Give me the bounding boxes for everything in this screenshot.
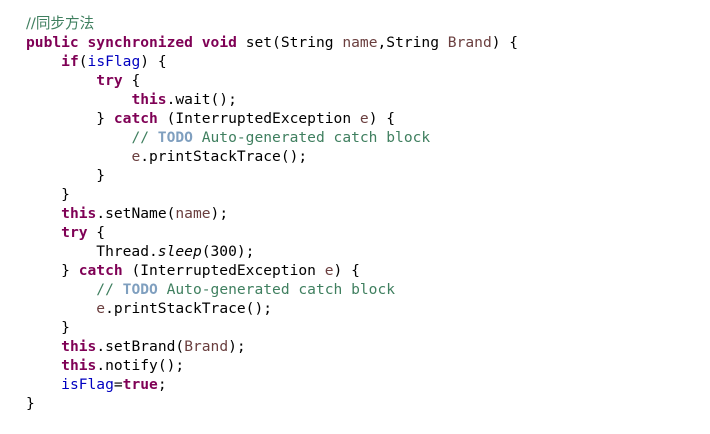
parameter-token: e	[324, 262, 334, 279]
code-line: e.printStackTrace();	[26, 147, 518, 166]
code-text-token	[193, 34, 202, 51]
code-text-token: ) {	[491, 34, 519, 51]
static-method-token: sleep	[157, 243, 202, 260]
code-text-token	[26, 91, 131, 108]
code-text-token	[26, 53, 61, 70]
code-text-token	[26, 148, 131, 165]
code-text-token: ,String	[377, 34, 448, 51]
code-text-token: }	[26, 110, 114, 127]
code-text-token: {	[122, 72, 141, 89]
comment-token: Auto-generated catch block	[192, 129, 431, 146]
field-token: isFlag	[87, 53, 141, 70]
code-text-token: (	[78, 53, 88, 70]
code-line: this.notify();	[26, 356, 518, 375]
code-text-token: .printStackTrace();	[140, 148, 308, 165]
code-text-token: ) {	[140, 53, 167, 70]
code-text-token: );	[228, 338, 246, 355]
code-text-token: }	[26, 262, 79, 279]
comment-token: //同步方法	[26, 15, 95, 32]
code-text-token: (300);	[201, 243, 255, 260]
code-text-token	[26, 357, 61, 374]
code-text-token	[79, 34, 88, 51]
comment-token: Auto-generated catch block	[157, 281, 396, 298]
code-line: this.setName(name);	[26, 204, 518, 223]
keyword-token: true	[122, 376, 158, 393]
keyword-token: if	[61, 53, 79, 70]
code-text-token: .setBrand(	[96, 338, 185, 355]
code-line: Thread.sleep(300);	[26, 242, 518, 261]
code-line: }	[26, 394, 518, 413]
keyword-token: public	[26, 34, 79, 51]
code-text-token: ) {	[333, 262, 360, 279]
code-text-token: .setName(	[96, 205, 176, 222]
code-line: // TODO Auto-generated catch block	[26, 128, 518, 147]
keyword-token: this	[61, 357, 97, 374]
code-text-token: }	[26, 167, 106, 184]
code-text-token: ) {	[368, 110, 396, 127]
code-text-token	[26, 338, 61, 355]
code-text-token: (InterruptedException	[122, 262, 325, 279]
code-line: // TODO Auto-generated catch block	[26, 280, 518, 299]
code-text-token: ;	[157, 376, 167, 393]
todo-tag-token: TODO	[157, 129, 193, 146]
parameter-token: e	[131, 148, 141, 165]
code-text-token: (InterruptedException	[157, 110, 360, 127]
keyword-token: this	[61, 338, 97, 355]
keyword-token: catch	[113, 110, 158, 127]
parameter-token: name	[342, 34, 378, 51]
code-text-token	[26, 376, 61, 393]
todo-tag-token: TODO	[122, 281, 158, 298]
code-line: if(isFlag) {	[26, 52, 518, 71]
code-text-token: Thread.	[26, 243, 158, 260]
code-text-token	[26, 72, 96, 89]
code-text-token: .wait();	[166, 91, 237, 108]
code-text-token	[26, 224, 61, 241]
code-line: try {	[26, 71, 518, 90]
code-line: } catch (InterruptedException e) {	[26, 109, 518, 128]
code-line: e.printStackTrace();	[26, 299, 518, 318]
keyword-token: catch	[78, 262, 123, 279]
code-line: //同步方法	[26, 14, 518, 33]
keyword-token: this	[131, 91, 167, 108]
keyword-token: this	[61, 205, 97, 222]
keyword-token: synchronized	[87, 34, 193, 51]
code-line: }	[26, 185, 518, 204]
field-token: isFlag	[61, 376, 114, 393]
code-text-token	[26, 205, 61, 222]
code-text-token	[26, 300, 96, 317]
parameter-token: e	[96, 300, 106, 317]
keyword-token: try	[96, 72, 123, 89]
code-line: this.wait();	[26, 90, 518, 109]
code-text-token: {	[87, 224, 106, 241]
code-line: public synchronized void set(String name…	[26, 33, 518, 52]
parameter-token: name	[175, 205, 211, 222]
parameter-token: Brand	[447, 34, 492, 51]
code-text-token: set(String	[236, 34, 343, 51]
code-line: this.setBrand(Brand);	[26, 337, 518, 356]
keyword-token: void	[201, 34, 237, 51]
code-text-token	[26, 281, 96, 298]
code-line: }	[26, 166, 518, 185]
code-text-token: .notify();	[96, 357, 185, 374]
code-line: isFlag=true;	[26, 375, 518, 394]
code-text-token	[26, 129, 131, 146]
code-text-token: =	[113, 376, 123, 393]
code-line: try {	[26, 223, 518, 242]
comment-token: //	[96, 281, 123, 298]
parameter-token: e	[359, 110, 369, 127]
comment-token: //	[131, 129, 158, 146]
code-line: } catch (InterruptedException e) {	[26, 261, 518, 280]
parameter-token: Brand	[184, 338, 229, 355]
code-text-token: }	[26, 395, 35, 412]
keyword-token: try	[61, 224, 88, 241]
code-text-token: );	[210, 205, 229, 222]
code-line: }	[26, 318, 518, 337]
code-text-token: }	[26, 186, 70, 203]
code-text-token: }	[26, 319, 70, 336]
code-text-token: .printStackTrace();	[105, 300, 273, 317]
